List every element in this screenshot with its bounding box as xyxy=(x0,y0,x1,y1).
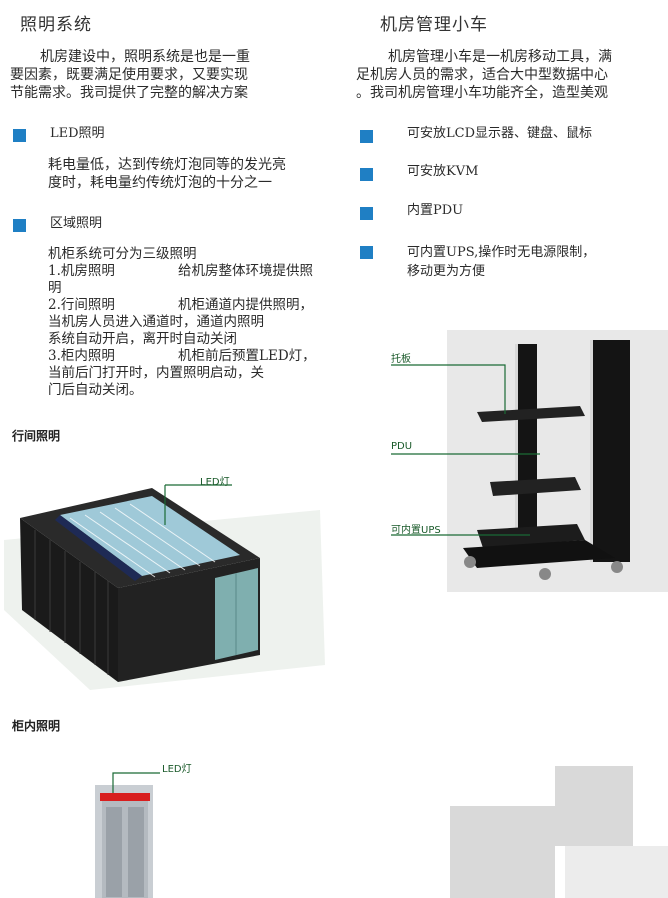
row-lighting-caption: 行间照明 xyxy=(12,429,61,443)
cart-image xyxy=(391,330,668,592)
zone-line: 门后自动关闭。 xyxy=(48,382,143,398)
cart-feature: 内置PDU xyxy=(407,203,464,218)
bullet-square-icon xyxy=(360,246,373,259)
zone-line: 当机房人员进入通道时，通道内照明 xyxy=(48,314,264,330)
feature-line: 可内置UPS,操作时无电源限制， xyxy=(407,245,596,260)
zone-line: 机柜通道内提供照明， xyxy=(178,297,313,313)
cabinet-lighting-caption: 柜内照明 xyxy=(12,719,61,733)
zone-line: 机柜系统可分为三级照明 xyxy=(48,246,197,262)
zone-lighting-heading: 区域照明 xyxy=(50,216,103,231)
led-label: LED灯 xyxy=(162,764,192,775)
cart-intro: 机房管理小车是一机房移动工具，满 足机房人员的需求，适合大中型数据中心 。我司机… xyxy=(356,48,612,102)
tray-label: 托板 xyxy=(391,354,411,365)
intro-line: 机房建设中，照明系统是也是一重 xyxy=(40,49,250,65)
cart-feature: 可安放KVM xyxy=(407,164,479,179)
cabinet-lighting-image xyxy=(95,772,160,898)
desc-line: 耗电量低，达到传统灯泡同等的发光亮 xyxy=(48,157,286,173)
decor-block xyxy=(450,806,555,898)
cart-feature: 可内置UPS,操作时无电源限制， 移动更为方便 xyxy=(407,243,595,281)
desc-line: 度时，耗电量约传统灯泡的十分之一 xyxy=(48,175,272,191)
zone-line: 当前后门打开时，内置照明启动，关 xyxy=(48,365,264,381)
decor-block xyxy=(565,846,668,898)
ups-label: 可内置UPS xyxy=(391,525,441,536)
bullet-square-icon xyxy=(13,219,26,232)
zone-line: 明 xyxy=(48,280,62,296)
zone-line: 机柜前后预置LED灯， xyxy=(178,348,316,364)
led-label: LED灯 xyxy=(200,477,230,488)
cart-feature: 可安放LCD显示器、键盘、鼠标 xyxy=(407,126,593,141)
bullet-square-icon xyxy=(360,130,373,143)
decor-block xyxy=(555,766,633,846)
row-lighting-image xyxy=(4,484,325,690)
pdu-label: PDU xyxy=(391,441,413,452)
zone-line: 给机房整体环境提供照 xyxy=(178,263,313,279)
zone-line: 2.行间照明 xyxy=(48,297,115,313)
intro-line: 要因素，既要满足使用要求，又要实现 xyxy=(10,67,248,83)
bullet-square-icon xyxy=(360,207,373,220)
intro-line: 机房管理小车是一机房移动工具，满 xyxy=(388,49,612,65)
intro-line: 节能需求。我司提供了完整的解决方案 xyxy=(10,85,248,101)
lighting-intro: 机房建设中，照明系统是也是一重 要因素，既要满足使用要求，又要实现 节能需求。我… xyxy=(10,48,250,102)
cart-title: 机房管理小车 xyxy=(380,15,488,35)
zone-line: 系统自动开启，离开时自动关闭 xyxy=(48,331,237,347)
feature-line: 移动更为方便 xyxy=(407,264,486,279)
intro-line: 。我司机房管理小车功能齐全，造型美观 xyxy=(356,85,608,101)
led-lighting-heading: LED照明 xyxy=(50,126,105,141)
bullet-square-icon xyxy=(360,168,373,181)
intro-line: 足机房人员的需求，适合大中型数据中心 xyxy=(356,67,608,83)
zone-lighting-body: 机柜系统可分为三级照明 1.机房照明 给机房整体环境提供照 明 2.行间照明 机柜通… xyxy=(48,246,316,399)
lighting-title: 照明系统 xyxy=(20,15,92,35)
led-lighting-desc: 耗电量低，达到传统灯泡同等的发光亮 度时，耗电量约传统灯泡的十分之一 xyxy=(48,156,286,192)
zone-line: 3.柜内照明 xyxy=(48,348,115,364)
zone-line: 1.机房照明 xyxy=(48,263,115,279)
bullet-square-icon xyxy=(13,129,26,142)
